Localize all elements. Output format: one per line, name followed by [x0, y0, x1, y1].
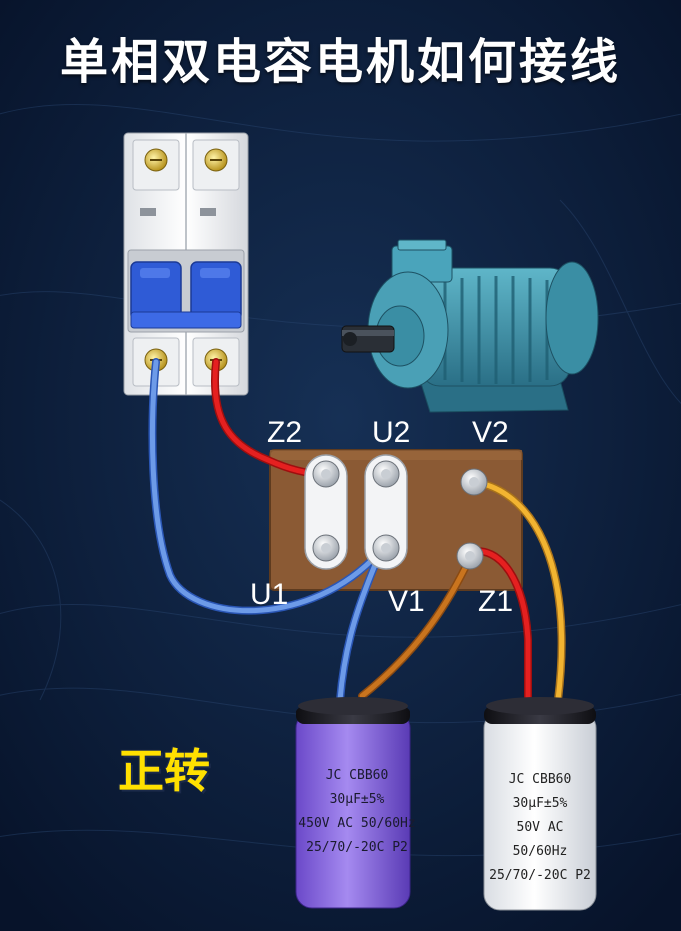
terminal-label-u1: U1 — [250, 578, 289, 611]
capacitor-left-line: 450V AC 50/60Hz — [298, 816, 416, 831]
direction-label: 正转 — [118, 744, 210, 798]
capacitor-left-line: 30μF±5% — [329, 792, 385, 807]
circuit-breaker — [123, 132, 249, 396]
terminal-bolt-z1 — [456, 542, 484, 570]
terminal-bolt-v1 — [372, 534, 400, 562]
terminal-bolt-u1 — [312, 534, 340, 562]
capacitor-left-line: 25/70/-20C P2 — [306, 840, 408, 855]
terminal-bolt-v2 — [460, 468, 488, 496]
capacitor-right-line: 30μF±5% — [512, 796, 568, 811]
capacitor-left-label: JC CBB60 30μF±5% 450V AC 50/60Hz 25/70/-… — [298, 764, 416, 860]
breaker-handle — [130, 261, 242, 329]
terminal-label-z2: Z2 — [267, 416, 303, 449]
capacitor-right — [483, 697, 597, 911]
terminal-label-u2: U2 — [372, 416, 411, 449]
capacitor-left-line: JC CBB60 — [325, 768, 389, 783]
terminal-label-v1: V1 — [388, 585, 425, 618]
terminal-label-v2: V2 — [472, 416, 509, 449]
motor — [341, 239, 599, 413]
terminal-links — [304, 454, 488, 570]
capacitor-right-line: 50V AC 50/60Hz — [512, 820, 568, 859]
capacitor-right-label: JC CBB60 30μF±5% 50V AC 50/60Hz 25/70/-2… — [486, 768, 594, 888]
capacitor-right-line: 25/70/-20C P2 — [489, 868, 591, 883]
terminal-bolt-z2 — [312, 460, 340, 488]
terminal-bolt-u2 — [372, 460, 400, 488]
capacitor-right-line: JC CBB60 — [508, 772, 572, 787]
terminal-label-z1: Z1 — [478, 585, 514, 618]
page-title: 单相双电容电机如何接线 — [59, 34, 621, 90]
capacitor-left — [295, 697, 411, 909]
